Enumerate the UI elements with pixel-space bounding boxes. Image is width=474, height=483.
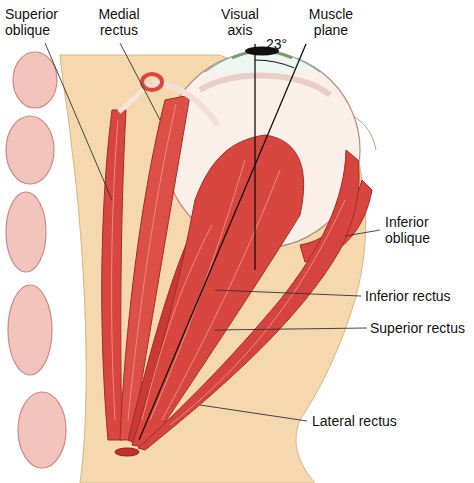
label-text: Visual axis [212, 6, 268, 38]
label-text: Superior oblique [5, 6, 77, 38]
angle-arc [255, 60, 294, 68]
label-text: Inferior rectus [365, 288, 470, 304]
label-text: Superior rectus [370, 320, 470, 336]
label-text: Lateral rectus [312, 413, 422, 429]
superior-oblique-tendon [152, 82, 218, 125]
sclera-shade [200, 76, 330, 95]
trochlea [142, 74, 162, 90]
lateral-rectus-muscle [138, 150, 359, 450]
muscle-plane-line [139, 44, 306, 440]
label-text: Muscle plane [300, 6, 362, 38]
annulus-of-zinn [115, 448, 139, 456]
visual-axis-line [254, 44, 255, 270]
muscle-fibres [112, 104, 345, 425]
label-text: Inferior oblique [385, 214, 455, 246]
superior-rectus-muscle [132, 135, 304, 448]
muscles [102, 95, 359, 450]
leader-lines [45, 43, 380, 421]
ethmoid-bone [6, 52, 66, 468]
label-text: 23° [266, 36, 296, 52]
label-text: Medial rectus [88, 6, 150, 38]
